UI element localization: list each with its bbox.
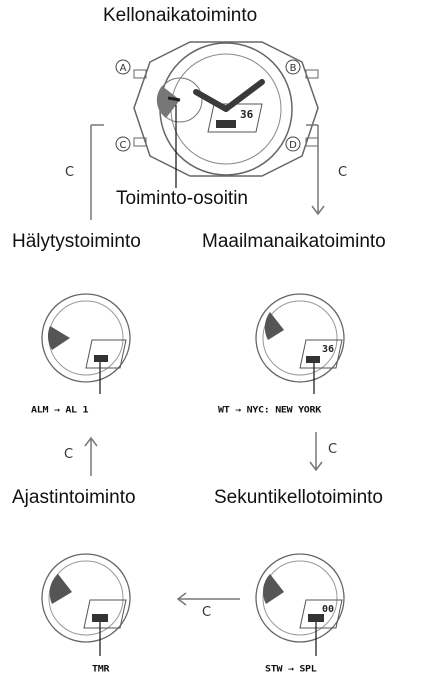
stopwatch-mode-label: Sekuntikellotoiminto: [214, 487, 383, 508]
arrow-label-c: C: [202, 605, 212, 620]
stopwatch-display-digits: 00: [322, 604, 334, 615]
timer-watch: [41, 553, 131, 656]
stopwatch-code-text: STW → SPL: [265, 664, 317, 675]
timer-mode-label: Ajastintoiminto: [12, 487, 136, 508]
mode-indicator-label: Toiminto-osoitin: [116, 188, 248, 209]
button-a-circle: [115, 59, 131, 75]
arrow-label-c: C: [64, 447, 74, 462]
watch-case: [133, 41, 319, 177]
indicator-hand: [167, 96, 181, 102]
button-c-letter: C: [120, 140, 127, 151]
minute-hand: [193, 89, 229, 112]
hour-hand: [223, 79, 265, 112]
button-c-circle: [115, 136, 131, 152]
button-b-circle: [285, 59, 301, 75]
timekeeping-mode-label: Kellonaikatoiminto: [103, 5, 258, 26]
main-display-digits: 36: [240, 108, 254, 121]
timer-code-text: TMR: [92, 664, 110, 675]
world-time-code-text: WT → NYC: NEW YORK: [218, 405, 321, 416]
button-b-stub: [305, 69, 319, 79]
digital-segment: [216, 120, 236, 128]
alarm-code-text: ALM → AL 1: [31, 405, 89, 416]
button-a-letter: A: [120, 63, 127, 74]
alarm-watch: [41, 293, 131, 394]
arrow-label-c: C: [328, 442, 338, 457]
arrow-label-c: C: [338, 165, 348, 180]
button-d-letter: D: [289, 140, 297, 151]
digital-display: [207, 103, 263, 133]
alarm-mode-label: Hälytystoiminto: [12, 231, 141, 252]
button-d-circle: [285, 136, 301, 152]
world-display-digits: 36: [322, 344, 334, 355]
button-c-stub: [133, 137, 147, 147]
button-a-stub: [133, 69, 147, 79]
arrow-label-c: C: [65, 165, 75, 180]
world-time-mode-label: Maailmanaikatoiminto: [202, 231, 386, 252]
world-time-watch: [255, 293, 345, 394]
button-b-letter: B: [290, 63, 297, 74]
stopwatch-watch: [255, 553, 345, 656]
mode-indicator-fan: [156, 86, 180, 118]
